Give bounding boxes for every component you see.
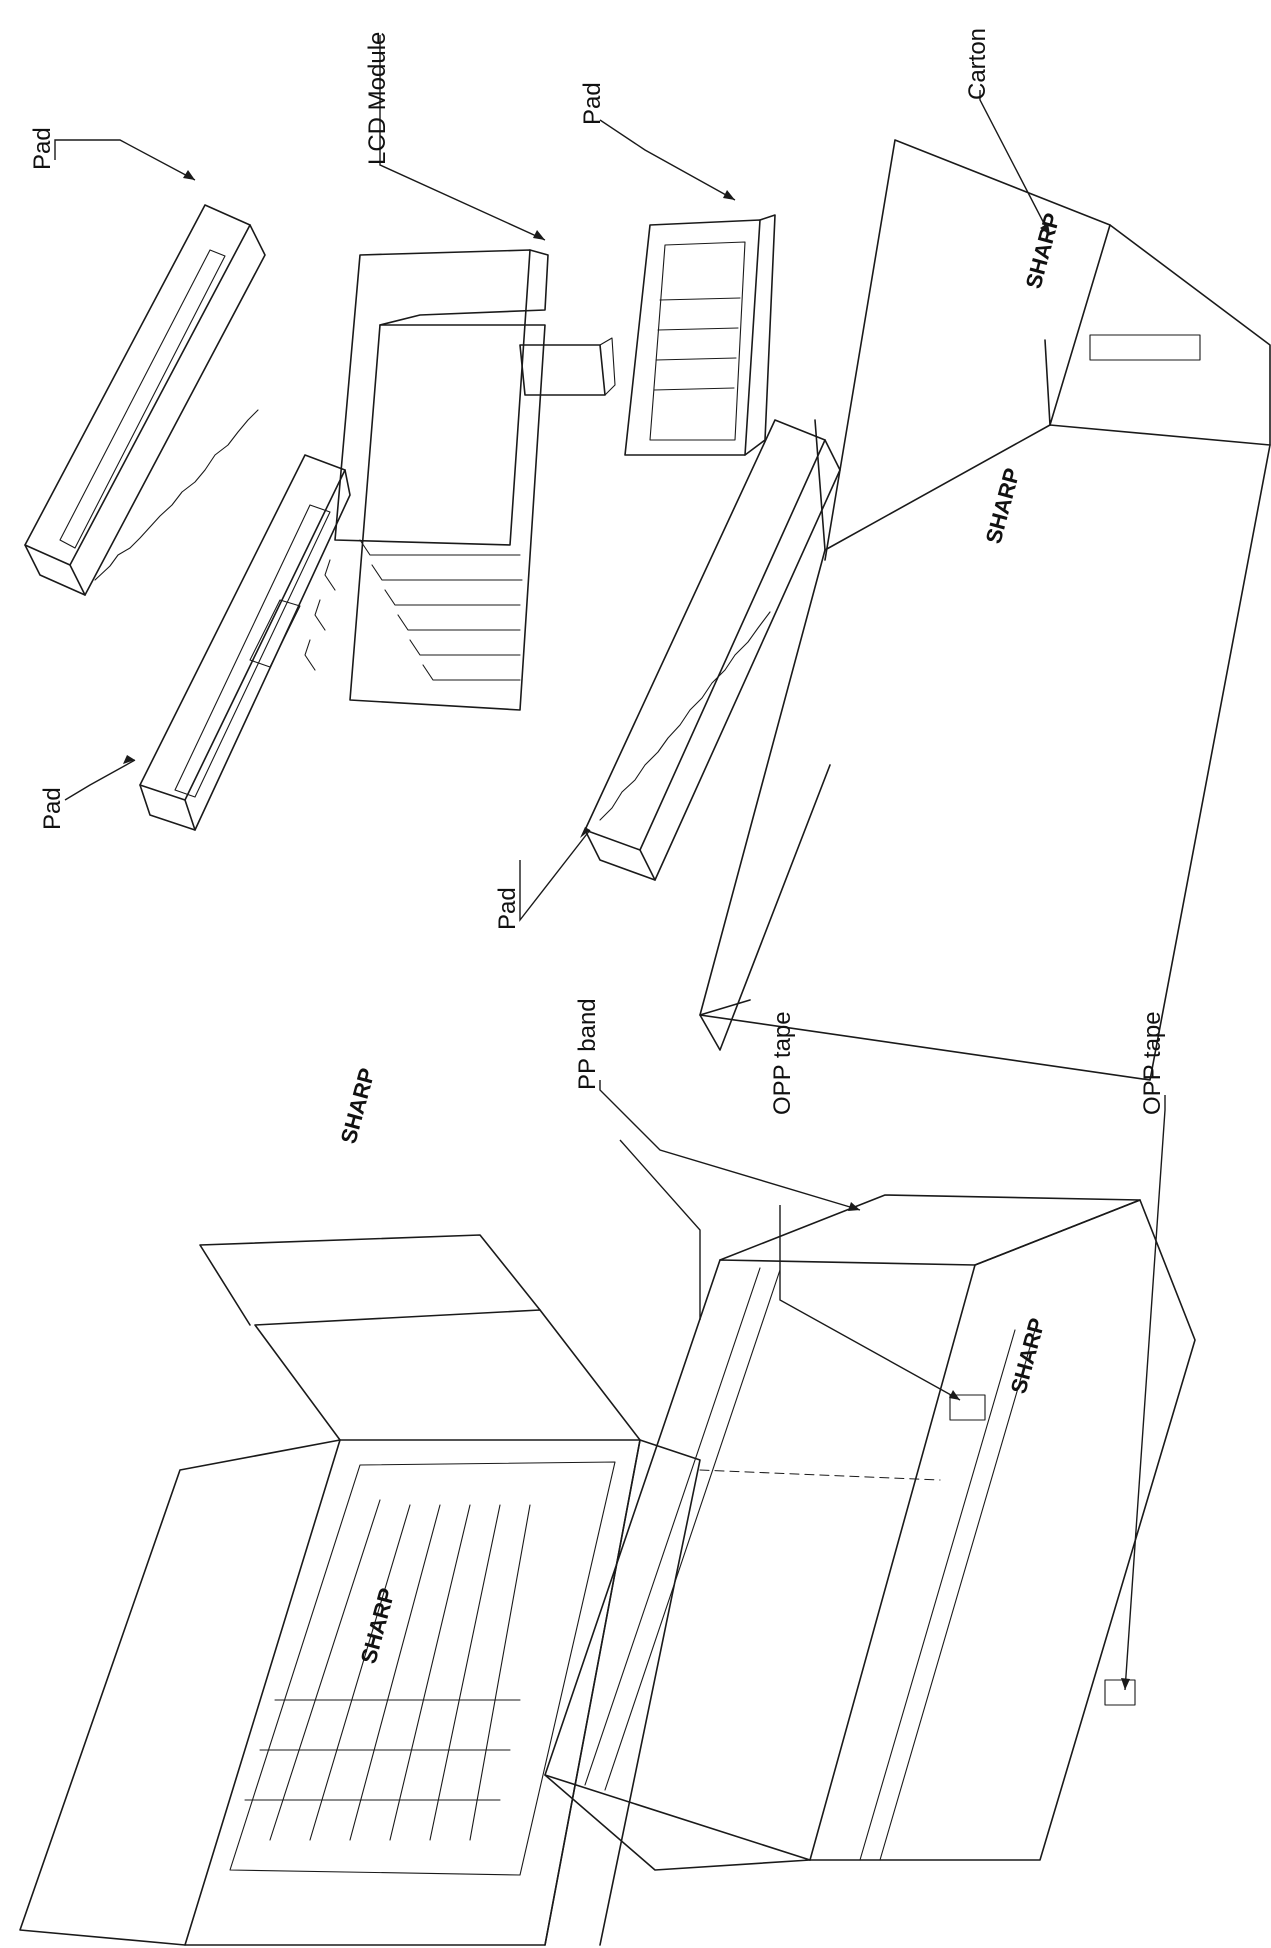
label-pad-bottom: Pad bbox=[494, 887, 521, 930]
sharp-mark-1: SHARP bbox=[1021, 210, 1065, 291]
label-opp-tape-1: OPP tape bbox=[769, 1011, 796, 1115]
sharp-mark-3: SHARP bbox=[336, 1065, 380, 1146]
label-pp-band: PP band bbox=[574, 998, 601, 1090]
carton-closed-banded bbox=[544, 1194, 1196, 1871]
lcd-module-stack bbox=[304, 249, 616, 711]
sharp-mark-4: SHARP bbox=[356, 1585, 400, 1666]
carton-open bbox=[699, 139, 1271, 1081]
label-pad-top-right: Pad bbox=[39, 787, 66, 830]
sharp-mark-2: SHARP bbox=[981, 465, 1025, 546]
label-opp-tape-2: OPP tape bbox=[1139, 1011, 1166, 1115]
leaders bbox=[54, 35, 1166, 1691]
pad-long-left bbox=[139, 454, 351, 831]
label-lcd-module: LCD Module bbox=[364, 32, 391, 165]
label-carton: Carton bbox=[964, 28, 991, 100]
label-pad-mid-right: Pad bbox=[579, 82, 606, 125]
carton-open-with-pads bbox=[19, 1234, 701, 1946]
sharp-mark-5: SHARP bbox=[1006, 1315, 1050, 1396]
label-pad-top-left: Pad bbox=[29, 127, 56, 170]
pad-box-right bbox=[624, 214, 776, 456]
pad-long-bottom bbox=[584, 419, 841, 881]
pad-long-top bbox=[24, 204, 266, 596]
